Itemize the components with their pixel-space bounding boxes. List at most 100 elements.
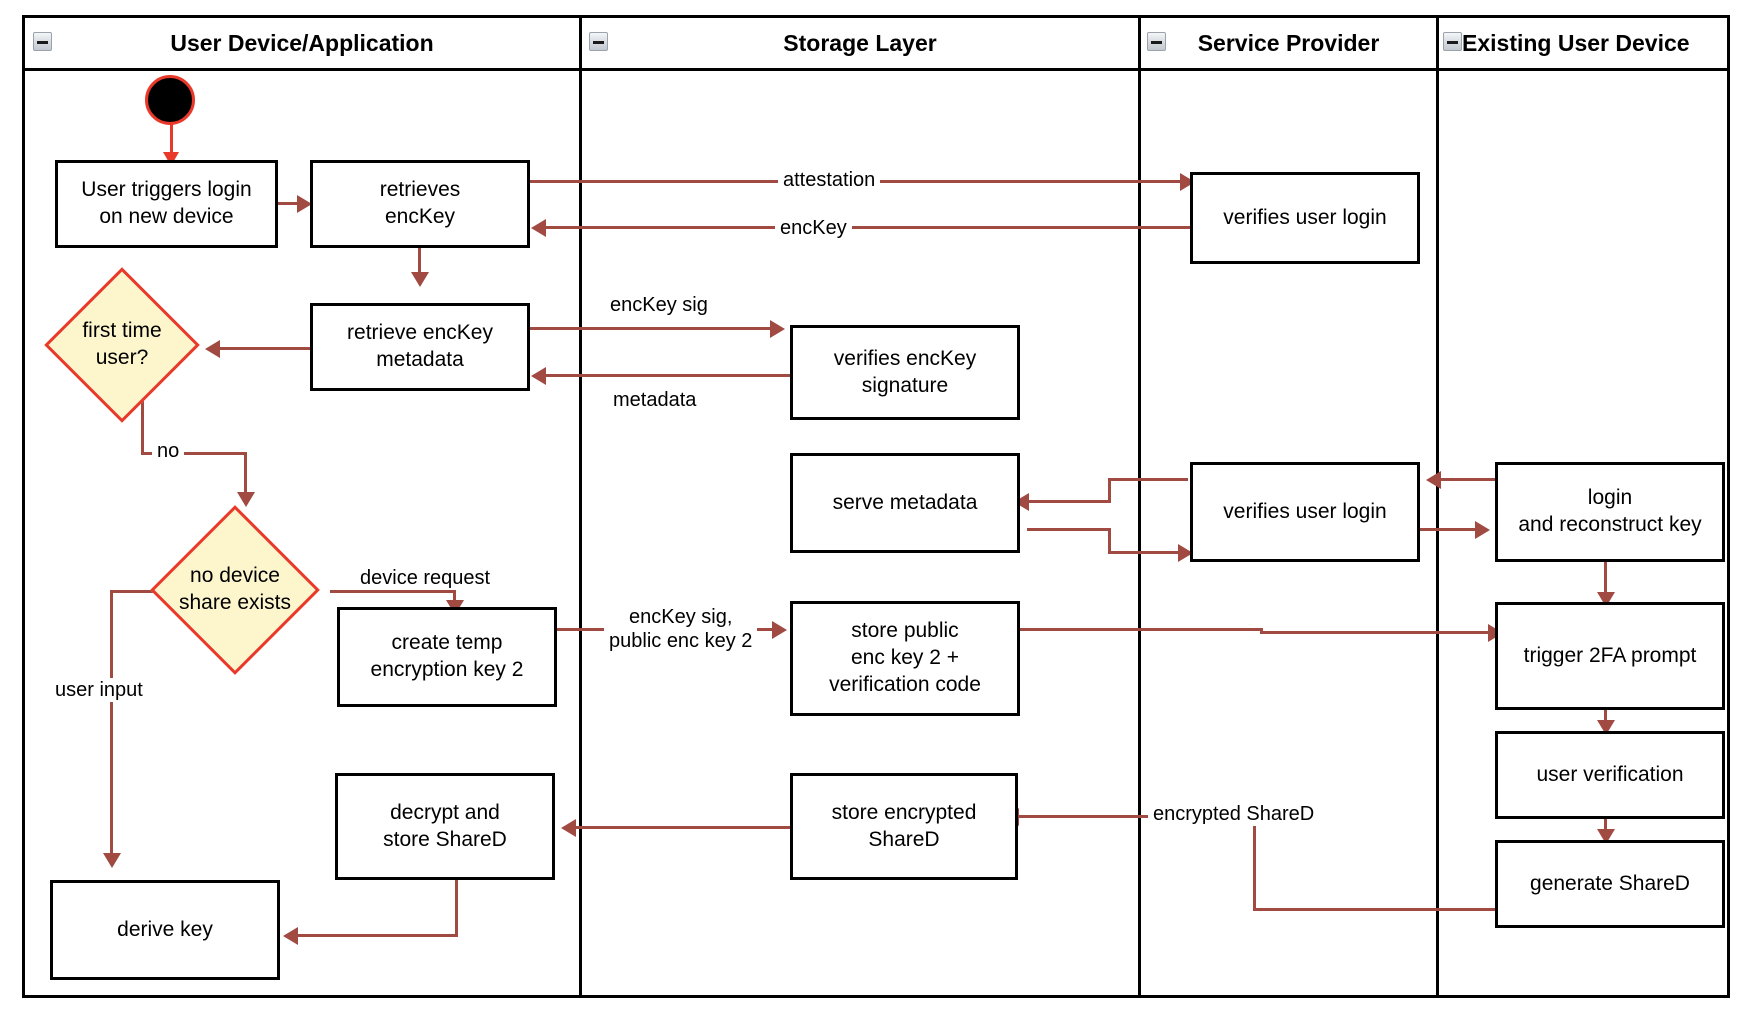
arrowhead-enckey-sig-pub — [772, 621, 787, 639]
node-label: derive key — [117, 917, 213, 941]
node-derive-key[interactable]: derive key — [50, 880, 280, 980]
edge-store-public-to-2fa-b — [1260, 631, 1500, 634]
start-node — [145, 75, 195, 125]
node-label: verifies user login — [1223, 499, 1387, 523]
edge-2fa-to-verification — [1604, 709, 1607, 729]
node-verifies-user-login-2[interactable]: verifies user login — [1190, 462, 1420, 562]
edge-login-to-verifies — [1440, 478, 1505, 481]
edge-first-time-down — [141, 382, 144, 454]
lane-divider-2 — [1138, 18, 1141, 995]
lane-header-service-provider: Service Provider — [1197, 30, 1380, 56]
edge-label-enckey: encKey — [775, 216, 852, 241]
edge-serve-metadata-in-b — [1028, 500, 1110, 503]
lane-header-user-device: User Device/Application — [170, 30, 434, 56]
edge-encrypted-shared-bottom — [1253, 908, 1498, 911]
edge-serve-metadata-jog-a — [1108, 478, 1111, 503]
edge-label-user-input: user input — [50, 678, 148, 703]
node-login-and-reconstruct-key[interactable]: login and reconstruct key — [1495, 462, 1725, 562]
edge-login-to-2fa — [1604, 560, 1607, 598]
lane-header-storage-layer: Storage Layer — [783, 30, 937, 56]
node-label: User triggers login on new device — [81, 178, 252, 228]
node-label: generate ShareD — [1530, 871, 1690, 895]
edge-metadata-to-first-time — [218, 347, 312, 350]
node-verifies-enckey-signature[interactable]: verifies encKey signature — [790, 325, 1020, 420]
node-label: login and reconstruct key — [1518, 486, 1702, 536]
collapse-icon-lane-3[interactable] — [1147, 32, 1166, 51]
arrowhead-retrieves-to-metadata — [411, 272, 429, 287]
node-label: trigger 2FA prompt — [1523, 643, 1697, 667]
node-create-temp-encryption-key-2[interactable]: create temp encryption key 2 — [337, 607, 557, 707]
node-label: first time user? — [82, 319, 162, 369]
edge-label-no: no — [152, 439, 185, 464]
edge-label-attestation: attestation — [778, 168, 881, 193]
edge-serve-metadata-out-a — [1027, 528, 1110, 531]
collapse-icon-lane-4[interactable] — [1443, 32, 1462, 51]
edge-label-device-request: device request — [355, 566, 496, 591]
arrowhead-store-to-decrypt — [561, 819, 576, 837]
node-label: decrypt and store ShareD — [383, 800, 507, 851]
node-user-verification[interactable]: user verification — [1495, 731, 1725, 819]
lane-header-existing-user-device: Existing User Device — [1462, 30, 1690, 56]
arrowhead-no-branch — [237, 492, 255, 507]
edge-serve-metadata-jog-b — [1108, 528, 1111, 553]
node-retrieve-enckey-metadata[interactable]: retrieve encKey metadata — [310, 303, 530, 391]
edge-no-branch — [141, 452, 247, 455]
edge-serve-metadata-out-b — [1108, 551, 1190, 554]
node-store-encrypted-shared[interactable]: store encrypted ShareD — [790, 773, 1018, 880]
edge-user-triggers-to-retrieves — [278, 202, 308, 205]
node-retrieves-enckey[interactable]: retrieves encKey — [310, 160, 530, 248]
node-verifies-user-login-1[interactable]: verifies user login — [1190, 172, 1420, 264]
edge-encrypted-shared-up — [1253, 815, 1256, 911]
node-label: verifies encKey signature — [833, 346, 977, 397]
edge-label-line-1: encKey sig, — [629, 606, 733, 628]
edge-label-enckey-sig-pub: encKey sig, public enc key 2 — [604, 605, 758, 654]
edge-metadata-return — [545, 374, 790, 377]
node-store-public-enc-key-2[interactable]: store public enc key 2 + verification co… — [790, 601, 1020, 716]
edge-user-input-left — [110, 590, 158, 593]
decision-no-device-share-exists[interactable]: no device share exists — [150, 505, 320, 675]
lane-divider-3 — [1436, 18, 1439, 995]
edge-device-request-down — [453, 572, 456, 610]
node-label: user verification — [1536, 762, 1684, 786]
node-serve-metadata[interactable]: serve metadata — [790, 453, 1020, 553]
edge-store-public-to-2fa-a — [1018, 628, 1263, 631]
edge-verifies-to-login — [1418, 528, 1483, 531]
arrowhead-serve-metadata-out — [1178, 544, 1193, 562]
edge-device-request — [330, 590, 456, 593]
edge-label-enckey-sig: encKey sig — [605, 293, 713, 318]
edge-enckey-return — [545, 226, 1190, 229]
edge-no-branch-down — [244, 452, 247, 500]
arrowhead-user-triggers-to-retrieves — [297, 195, 312, 213]
node-trigger-2fa-prompt[interactable]: trigger 2FA prompt — [1495, 602, 1725, 710]
decision-first-time-user[interactable]: first time user? — [44, 267, 200, 423]
arrowhead-metadata-to-first-time — [205, 340, 220, 358]
collapse-icon-lane-2[interactable] — [589, 32, 608, 51]
edge-enckey-sig — [530, 327, 780, 330]
node-decrypt-and-store-shared[interactable]: decrypt and store ShareD — [335, 773, 555, 880]
node-label: store encrypted ShareD — [831, 800, 977, 851]
edge-encrypted-shared-left — [1018, 815, 1256, 818]
node-label: retrieve encKey metadata — [347, 321, 493, 371]
node-generate-shared[interactable]: generate ShareD — [1495, 840, 1725, 928]
arrowhead-metadata-return — [531, 367, 546, 385]
edge-decrypt-to-derive-h — [296, 934, 458, 937]
node-label: no device share exists — [178, 564, 292, 614]
edge-label-metadata: metadata — [608, 388, 702, 413]
node-user-triggers-login[interactable]: User triggers login on new device — [55, 160, 278, 248]
edge-user-input-down — [110, 590, 113, 862]
node-label: create temp encryption key 2 — [370, 631, 524, 681]
arrowhead-enckey-sig — [770, 320, 785, 338]
edge-label-encrypted-shared: encrypted ShareD — [1148, 802, 1320, 827]
edge-store-to-decrypt — [575, 826, 790, 829]
node-label: serve metadata — [832, 490, 978, 514]
edge-label-line-2: public enc key 2 — [609, 630, 753, 653]
collapse-icon-lane-1[interactable] — [33, 32, 52, 51]
edge-retrieves-to-metadata — [418, 248, 421, 280]
arrowhead-enckey-return — [531, 219, 546, 237]
node-label: store public enc key 2 + verification co… — [829, 619, 981, 696]
arrowhead-verifies-to-login — [1475, 521, 1490, 539]
arrowhead-login-to-verifies — [1426, 471, 1441, 489]
edge-serve-metadata-in-a — [1108, 478, 1188, 481]
arrowhead-user-input — [103, 853, 121, 868]
